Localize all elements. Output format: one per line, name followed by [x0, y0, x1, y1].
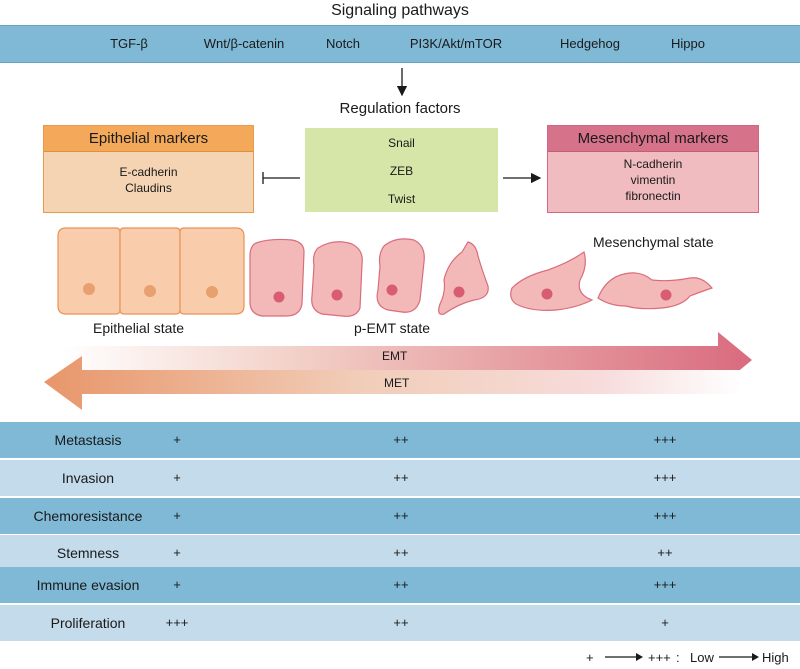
mesenchymal-cell [438, 241, 489, 315]
row-value: + [173, 432, 181, 447]
pathway-wnt-beta-catenin: Wnt/β-catenin [203, 36, 285, 51]
table-row: Invasion + ++ +++ [0, 460, 800, 496]
row-value: +++ [653, 508, 677, 523]
row-value: +++ [165, 615, 189, 630]
row-label-metastasis: Metastasis [54, 432, 122, 448]
legend-to-symbol: +++ [648, 650, 671, 665]
mesenchymal-state-label: Mesenchymal state [593, 234, 714, 250]
epithelial-markers-title: Epithelial markers [44, 126, 253, 152]
table-row: Chemoresistance + ++ +++ [0, 498, 800, 534]
marker-n-cadherin: N-cadherin [623, 157, 683, 171]
table-row: Metastasis + ++ +++ [0, 422, 800, 458]
epithelial-cell [179, 227, 245, 315]
mesenchymal-markers-title: Mesenchymal markers [548, 126, 758, 152]
legend-arrow-1 [605, 653, 643, 661]
legend-from-symbol: + [586, 650, 594, 665]
regulation-factors-box: Snail ZEB Twist [305, 128, 498, 212]
mesenchymal-cell [510, 251, 594, 311]
row-value: +++ [653, 577, 677, 592]
legend-arrow-2 [719, 653, 759, 661]
row-label-immune-evasion: Immune evasion [36, 577, 140, 593]
legend-low-label: Low [690, 650, 714, 665]
epithelial-cell [119, 227, 181, 315]
factor-snail: Snail [388, 136, 415, 150]
row-value: ++ [393, 508, 409, 523]
row-value: +++ [653, 470, 677, 485]
factor-zeb: ZEB [389, 164, 414, 178]
table-row: Proliferation +++ ++ + [0, 605, 800, 641]
table-row: Stemness + ++ ++ [0, 535, 800, 571]
pemt-cell [311, 241, 363, 317]
met-arrow [44, 356, 742, 410]
met-label: MET [384, 376, 410, 390]
pathway-notch: Notch [326, 36, 360, 51]
legend-separator: : [676, 650, 680, 665]
row-value: +++ [653, 432, 677, 447]
regulation-factors-label: Regulation factors [339, 100, 461, 117]
pemt-cell [376, 238, 425, 313]
row-value: ++ [393, 470, 409, 485]
row-value: ++ [393, 577, 409, 592]
pathway-hedgehog: Hedgehog [560, 36, 620, 51]
pathway-pi3k-akt-mtor: PI3K/Akt/mTOR [409, 36, 503, 51]
row-value: + [173, 470, 181, 485]
pemt-cell [249, 238, 305, 317]
epithelial-state-label: Epithelial state [93, 320, 185, 336]
row-value: + [173, 508, 181, 523]
row-value: + [173, 545, 181, 560]
mesenchymal-markers-box: Mesenchymal markers N-cadherin vimentin … [547, 125, 759, 213]
row-value: ++ [393, 545, 409, 560]
mesenchymal-cell [597, 272, 714, 310]
table-row: Immune evasion + ++ +++ [0, 567, 800, 603]
emt-label: EMT [382, 349, 408, 363]
row-value: ++ [657, 545, 673, 560]
row-label-chemoresistance: Chemoresistance [33, 508, 143, 524]
marker-fibronectin: fibronectin [625, 189, 681, 203]
marker-claudins: Claudins [125, 181, 172, 195]
row-value: ++ [393, 615, 409, 630]
marker-e-cadherin: E-cadherin [119, 165, 178, 179]
epithelial-markers-box: Epithelial markers E-cadherin Claudins [43, 125, 254, 213]
marker-vimentin: vimentin [630, 173, 676, 187]
emt-arrow [62, 332, 752, 388]
pemt-state-label: p-EMT state [354, 320, 430, 336]
factor-twist: Twist [387, 192, 416, 206]
signaling-pathways-band: TGF-β Wnt/β-catenin Notch PI3K/Akt/mTOR … [0, 25, 800, 63]
pathway-tgf-beta: TGF-β [110, 36, 148, 51]
legend-high-label: High [762, 650, 789, 665]
epithelial-cell [57, 227, 121, 315]
row-value: + [173, 577, 181, 592]
row-label-stemness: Stemness [56, 545, 120, 561]
row-value: + [661, 615, 669, 630]
diagram-title: Signaling pathways [331, 2, 469, 19]
row-value: ++ [393, 432, 409, 447]
row-label-proliferation: Proliferation [50, 615, 126, 631]
pathway-hippo: Hippo [671, 36, 705, 51]
row-label-invasion: Invasion [61, 470, 115, 486]
